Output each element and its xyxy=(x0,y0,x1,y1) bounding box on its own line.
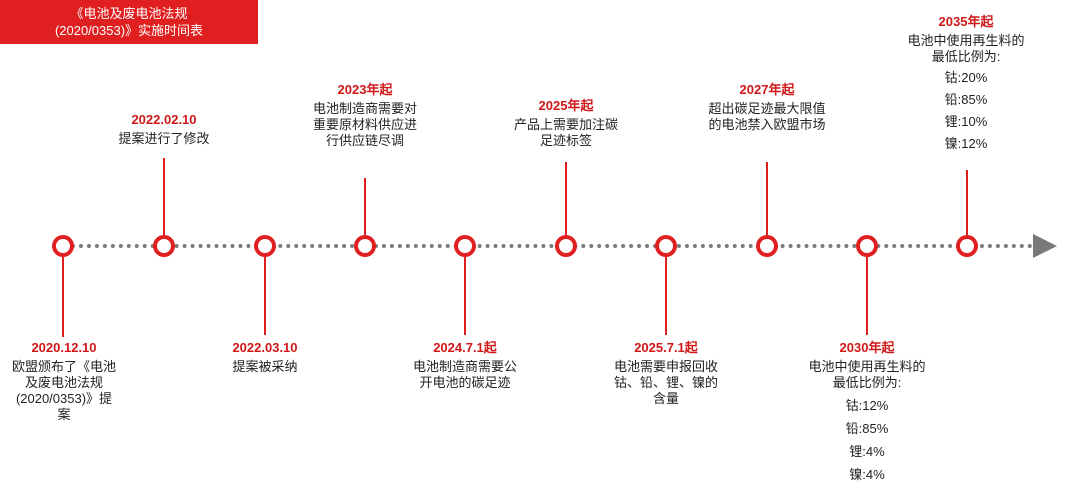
connector-line xyxy=(866,257,868,335)
event-2023: 2023年起 电池制造商需要对重要原材料供应进行供应链尽调 xyxy=(308,82,422,149)
event-text: 产品上需要加注碳足迹标签 xyxy=(513,117,618,148)
event-text: 电池需要申报回收钴、铅、锂、镍的含量 xyxy=(613,359,718,406)
ratio-item-lithium: 锂:10% xyxy=(944,114,988,129)
event-2025-7-1: 2025.7.1起 电池需要申报回收钴、铅、锂、镍的含量 xyxy=(610,340,722,407)
connector-line xyxy=(163,158,165,236)
recycled-ratio-list: 钴:20% 铅:85% 锂:10% 镍:12% xyxy=(906,67,1026,155)
event-date: 2024.7.1起 xyxy=(433,340,497,355)
event-2027: 2027年起 超出碳足迹最大限值的电池禁入欧盟市场 xyxy=(708,82,826,133)
connector-line xyxy=(464,257,466,335)
ratio-item-cobalt: 钴:12% xyxy=(845,398,889,413)
timeline-node xyxy=(756,235,778,257)
event-2030: 2030年起 电池中使用再生料的最低比例为: 钴:12% 铅:85% 锂:4% … xyxy=(808,340,926,486)
event-text: 电池制造商需要公开电池的碳足迹 xyxy=(412,359,517,390)
event-text: 提案进行了修改 xyxy=(118,131,210,146)
connector-line xyxy=(966,170,968,236)
event-date: 2025.7.1起 xyxy=(634,340,698,355)
timeline-node xyxy=(555,235,577,257)
timeline-node xyxy=(153,235,175,257)
timeline-node xyxy=(52,235,74,257)
connector-line xyxy=(62,257,64,337)
event-date: 2027年起 xyxy=(739,82,795,97)
event-text: 超出碳足迹最大限值的电池禁入欧盟市场 xyxy=(708,101,826,132)
connector-line xyxy=(264,257,266,335)
timeline-node xyxy=(956,235,978,257)
connector-line xyxy=(364,178,366,236)
event-2020-12-10: 2020.12.10 欧盟颁布了《电池及废电池法规(2020/0353)》提案 xyxy=(10,340,118,423)
connector-line xyxy=(565,162,567,236)
timeline-axis xyxy=(63,244,1033,248)
connector-line xyxy=(665,257,667,335)
timeline-node xyxy=(655,235,677,257)
event-date: 2022.02.10 xyxy=(131,112,197,127)
ratio-item-lithium: 锂:4% xyxy=(849,444,885,459)
event-text: 提案被采纳 xyxy=(232,359,298,374)
event-date: 2020.12.10 xyxy=(31,340,97,355)
event-date: 2025年起 xyxy=(538,98,594,113)
timeline-node xyxy=(454,235,476,257)
timeline-node xyxy=(354,235,376,257)
timeline-node xyxy=(856,235,878,257)
event-2035: 2035年起 电池中使用再生料的最低比例为: 钴:20% 铅:85% 锂:10%… xyxy=(906,14,1026,155)
recycled-ratio-list: 钴:12% 铅:85% 锂:4% 镍:4% xyxy=(808,394,926,486)
event-2022-02-10: 2022.02.10 提案进行了修改 xyxy=(102,112,226,147)
title-line-1: 《电池及废电池法规 xyxy=(70,6,188,21)
ratio-item-nickel: 镍:12% xyxy=(944,136,988,151)
event-2022-03-10: 2022.03.10 提案被采纳 xyxy=(205,340,325,375)
event-text: 欧盟颁布了《电池及废电池法规(2020/0353)》提案 xyxy=(11,359,116,422)
event-date: 2035年起 xyxy=(938,14,994,29)
title-line-2: (2020/0353)》实施时间表 xyxy=(54,23,204,38)
event-date: 2023年起 xyxy=(337,82,393,97)
title-banner: 《电池及废电池法规 (2020/0353)》实施时间表 xyxy=(0,0,258,44)
event-date: 2030年起 xyxy=(839,340,895,355)
connector-line xyxy=(766,162,768,236)
event-text: 电池制造商需要对重要原材料供应进行供应链尽调 xyxy=(312,101,417,148)
event-date: 2022.03.10 xyxy=(232,340,298,355)
event-2024-7-1: 2024.7.1起 电池制造商需要公开电池的碳足迹 xyxy=(408,340,522,391)
ratio-item-cobalt: 钴:20% xyxy=(944,70,988,85)
timeline-arrow-icon xyxy=(1033,234,1057,258)
event-2025: 2025年起 产品上需要加注碳足迹标签 xyxy=(508,98,624,149)
timeline-node xyxy=(254,235,276,257)
event-text: 电池中使用再生料的最低比例为: xyxy=(808,359,926,390)
event-text: 电池中使用再生料的最低比例为: xyxy=(907,33,1025,64)
ratio-item-lead: 铅:85% xyxy=(944,92,988,107)
ratio-item-nickel: 镍:4% xyxy=(849,467,885,482)
ratio-item-lead: 铅:85% xyxy=(845,421,889,436)
